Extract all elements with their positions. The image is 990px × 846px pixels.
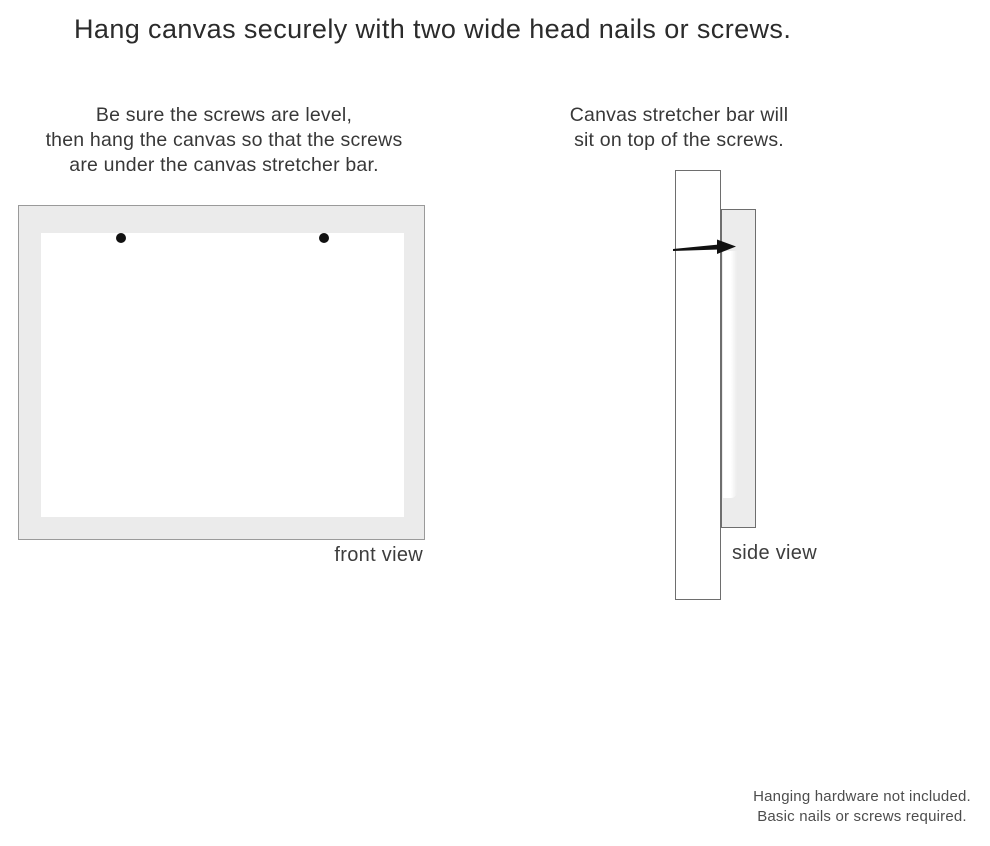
screw-head-dot-icon bbox=[116, 233, 126, 243]
instruction-line: then hang the canvas so that the screws bbox=[45, 129, 403, 151]
instruction-line: sit on top of the screws. bbox=[574, 129, 784, 151]
hardware-footnote: Hanging hardware not included. Basic nai… bbox=[742, 787, 982, 827]
page-title: Hang canvas securely with two wide head … bbox=[74, 14, 792, 44]
side-view-instructions: Canvas stretcher bar will sit on top of … bbox=[558, 103, 800, 153]
footnote-line: Hanging hardware not included. bbox=[753, 788, 971, 805]
screw-head-dot-icon bbox=[319, 233, 329, 243]
footnote-line: Basic nails or screws required. bbox=[757, 808, 967, 825]
canvas-inner-area bbox=[41, 233, 404, 517]
front-view-instructions: Be sure the screws are level, then hang … bbox=[28, 103, 420, 178]
stretcher-bar-strip bbox=[723, 251, 737, 498]
instruction-line: Be sure the screws are level, bbox=[95, 104, 353, 126]
wall-side-bar bbox=[675, 170, 721, 600]
canvas-side-bar bbox=[721, 209, 756, 528]
canvas-front-diagram bbox=[18, 205, 425, 540]
instruction-line: are under the canvas stretcher bar. bbox=[69, 154, 379, 176]
instruction-line: Canvas stretcher bar will bbox=[569, 104, 789, 126]
front-view-label: front view bbox=[334, 544, 423, 566]
nail-icon bbox=[673, 239, 736, 254]
side-view-label: side view bbox=[732, 542, 817, 564]
